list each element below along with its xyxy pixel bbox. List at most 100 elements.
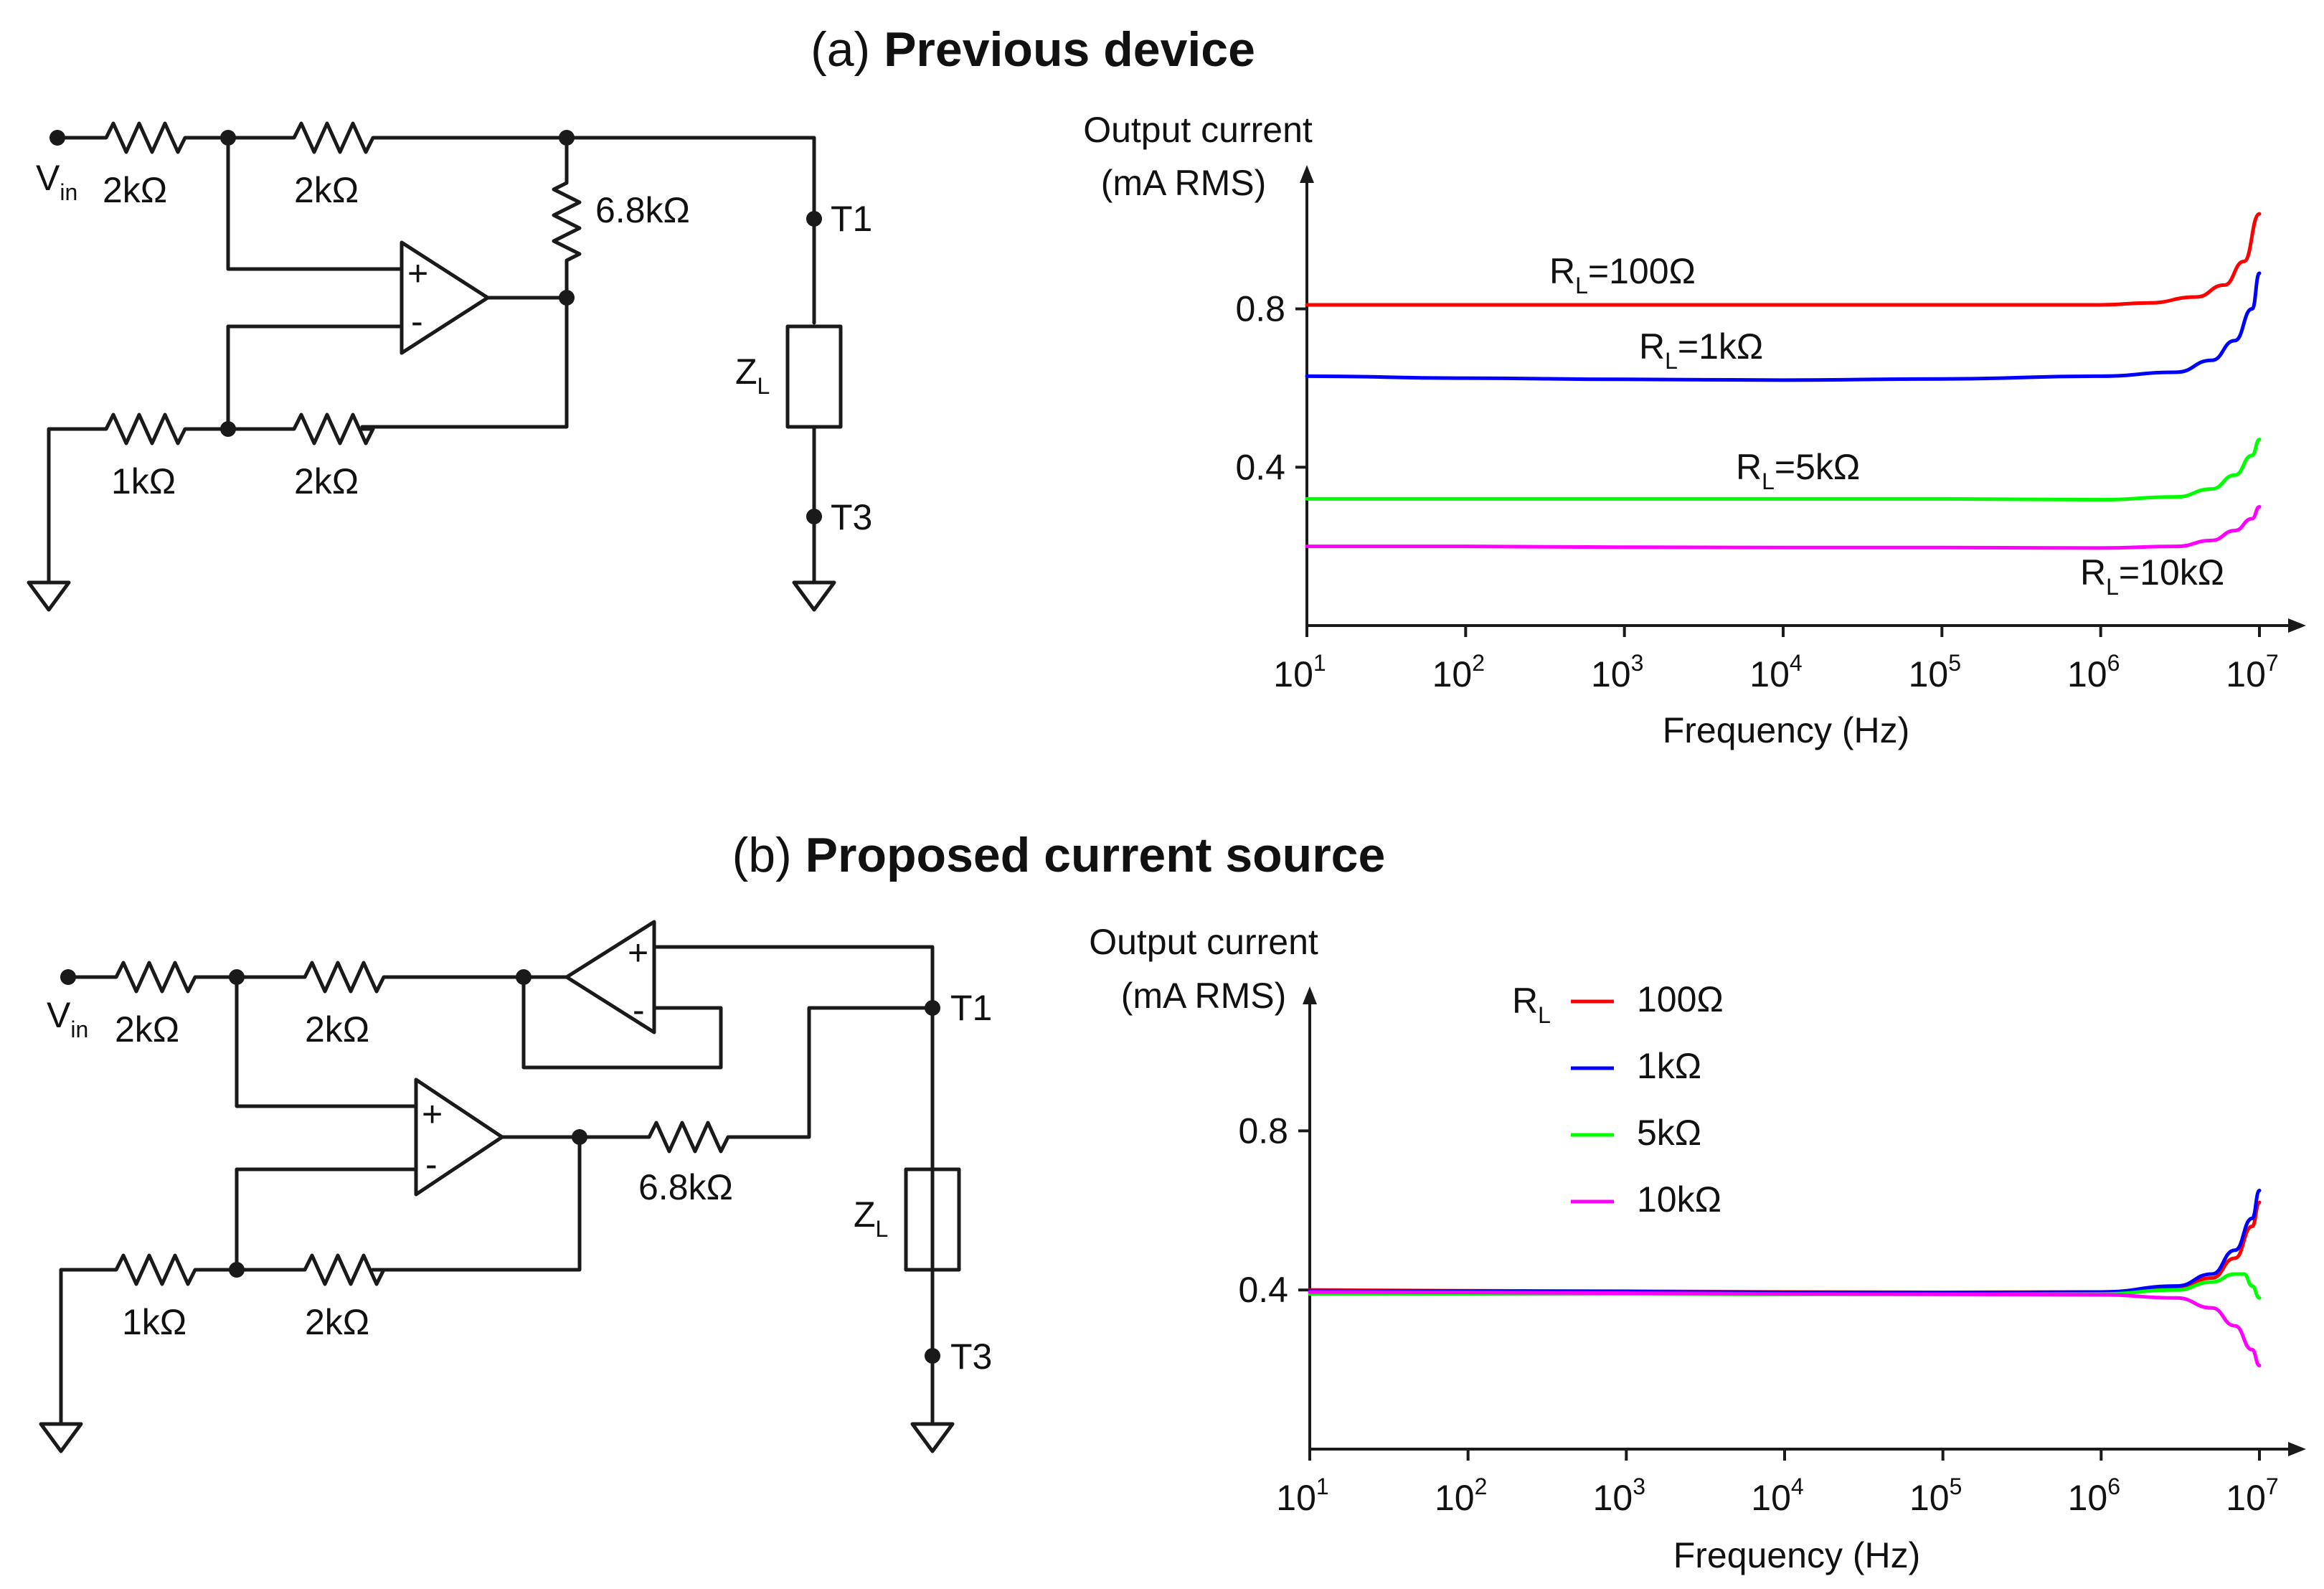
ground-right-a: [792, 425, 836, 612]
wire-sense-b: [500, 1006, 935, 1154]
chart-a-x-tick-label-4: 105: [1909, 650, 1961, 694]
chart-b-legend-label-3: 10kΩ: [1637, 1179, 1721, 1220]
r-sense-label-a: 6.8kΩ: [595, 190, 690, 230]
node-t3-a: [806, 509, 822, 524]
circuit-a: Vin 2kΩ 2kΩ 6.8kΩ 1kΩ 2kΩ + - ZL T1 T3: [27, 121, 872, 612]
chart-b-x-tick-label-0: 101: [1276, 1474, 1328, 1518]
chart-a-x-tick-label-6: 107: [2226, 650, 2278, 694]
chart-a-series-3: [1305, 504, 2262, 550]
vin-label-a: Vin: [36, 158, 77, 205]
panel-a-title: (a) Previous device: [811, 22, 1255, 77]
node-t1-a: [806, 211, 822, 227]
chart-b-legend-label-1: 1kΩ: [1637, 1046, 1701, 1086]
chart-b-series-1: [1308, 1189, 2262, 1295]
ylabel-a-line1: Output current: [1083, 110, 1313, 150]
plus-label-a: +: [407, 253, 428, 293]
load-zl-a: [785, 324, 843, 429]
chart-a-x-tick-label-2: 103: [1591, 650, 1643, 694]
ylabel-b-line2: (mA RMS): [1121, 976, 1287, 1016]
wire-bottom-a: [47, 412, 375, 556]
series-label-a-5k: RL=5kΩ: [1736, 447, 1860, 494]
panel-a: (a) Previous device: [27, 22, 2306, 750]
vin-label-b: Vin: [47, 995, 88, 1042]
series-label-a-1k: RL=1kΩ: [1639, 326, 1763, 374]
chart-b-x-arrow: [2288, 1442, 2306, 1456]
legend-title-b: RL: [1512, 981, 1551, 1028]
chart-b-y-arrow: [1303, 986, 1317, 1004]
buffer-minus-label-b: -: [633, 990, 645, 1030]
chart-a-x-tick-label-3: 104: [1749, 650, 1802, 694]
r-gnd-label-a: 2kΩ: [294, 461, 359, 501]
chart-a-x-tick-label-0: 101: [1273, 650, 1326, 694]
wire-buffer-to-t1-b: [652, 945, 935, 1372]
wire-out-fb-b: [371, 1135, 582, 1272]
node-b4: [229, 1262, 245, 1278]
minus-label-b: -: [425, 1144, 438, 1184]
r-sense-label-b: 6.8kΩ: [638, 1167, 733, 1207]
chart-b-series-0: [1308, 1200, 2262, 1295]
node-a1: [220, 130, 236, 146]
chart-a-series-0: [1305, 212, 2262, 307]
chart-b: Output current (mA RMS) Frequency (Hz) R…: [1089, 922, 2306, 1575]
t3-label-b: T3: [950, 1336, 992, 1377]
buffer-plus-label-b: +: [628, 933, 648, 973]
panel-b-title: (b) Proposed current source: [732, 828, 1386, 882]
plus-label-b: +: [422, 1094, 443, 1134]
opamp-b: [414, 1078, 504, 1197]
wire-buffer-fb-b: [521, 975, 723, 1070]
chart-a-series-1: [1305, 271, 2262, 382]
wire-minus-a: [226, 324, 404, 431]
ylabel-b-line1: Output current: [1089, 922, 1318, 962]
chart-a-y-tick-label-1: 0.8: [1235, 289, 1285, 329]
r-gnd-label-b: 2kΩ: [305, 1302, 369, 1342]
chart-b-y-tick-label-1: 0.8: [1238, 1111, 1288, 1151]
node-b1: [229, 969, 245, 985]
wire-minus-b: [235, 1167, 418, 1272]
zl-label-a: ZL: [735, 352, 770, 399]
chart-a-x-tick-label-5: 106: [2067, 650, 2120, 694]
chart-b-x-tick-label-4: 105: [1909, 1474, 1962, 1518]
ground-right-b: [910, 1268, 955, 1453]
chart-a-series-2: [1305, 438, 2262, 502]
xlabel-b: Frequency (Hz): [1673, 1535, 1921, 1575]
node-t3-b: [925, 1348, 940, 1364]
chart-b-series-3: [1308, 1290, 2262, 1368]
chart-b-x-tick-label-2: 103: [1593, 1474, 1645, 1518]
panel-b: (b) Proposed current source: [39, 828, 2306, 1575]
wire-sense-a: [360, 136, 582, 429]
series-label-a-10k: RL=10kΩ: [2080, 552, 2224, 600]
r-ref-label-b: 1kΩ: [122, 1302, 186, 1342]
chart-b-x-tick-label-6: 107: [2226, 1474, 2278, 1518]
node-t1-b: [925, 1000, 940, 1016]
t1-label-a: T1: [831, 199, 872, 239]
wire-top-a: [55, 121, 816, 325]
chart-b-legend-label-0: 100Ω: [1637, 979, 1724, 1019]
r-fb-label-b: 2kΩ: [305, 1009, 369, 1050]
r-ref-label-a: 1kΩ: [111, 461, 176, 501]
minus-label-a: -: [411, 301, 423, 341]
xlabel-a: Frequency (Hz): [1663, 710, 1910, 750]
series-label-a-100: RL=100Ω: [1549, 251, 1696, 298]
t1-label-b: T1: [950, 988, 992, 1028]
wire-plus-a: [226, 136, 404, 271]
chart-b-x-tick-label-1: 102: [1435, 1474, 1487, 1518]
wire-bottom-b: [59, 1253, 386, 1426]
chart-b-y-tick-label-0: 0.4: [1238, 1270, 1288, 1310]
node-a4: [220, 421, 236, 437]
zl-label-b: ZL: [854, 1194, 888, 1242]
circuit-b: Vin 2kΩ 2kΩ 6.8kΩ 1kΩ 2kΩ + - + - ZL T1 …: [39, 920, 992, 1453]
wire-top-b: [66, 961, 569, 994]
wire-plus-b: [235, 975, 418, 1108]
node-a3: [559, 290, 575, 306]
chart-a-y-arrow: [1300, 165, 1314, 183]
buffer-opamp-b: [565, 920, 656, 1034]
chart-b-legend-label-2: 5kΩ: [1637, 1113, 1701, 1153]
chart-a-x-tick-label-1: 102: [1432, 650, 1485, 694]
r-fb-label-a: 2kΩ: [294, 170, 359, 210]
ylabel-a-line2: (mA RMS): [1101, 163, 1267, 203]
chart-b-x-tick-label-5: 106: [2068, 1474, 2120, 1518]
node-b3: [572, 1129, 587, 1145]
opamp-a: [400, 240, 490, 355]
r-in-label-a: 2kΩ: [103, 170, 167, 210]
